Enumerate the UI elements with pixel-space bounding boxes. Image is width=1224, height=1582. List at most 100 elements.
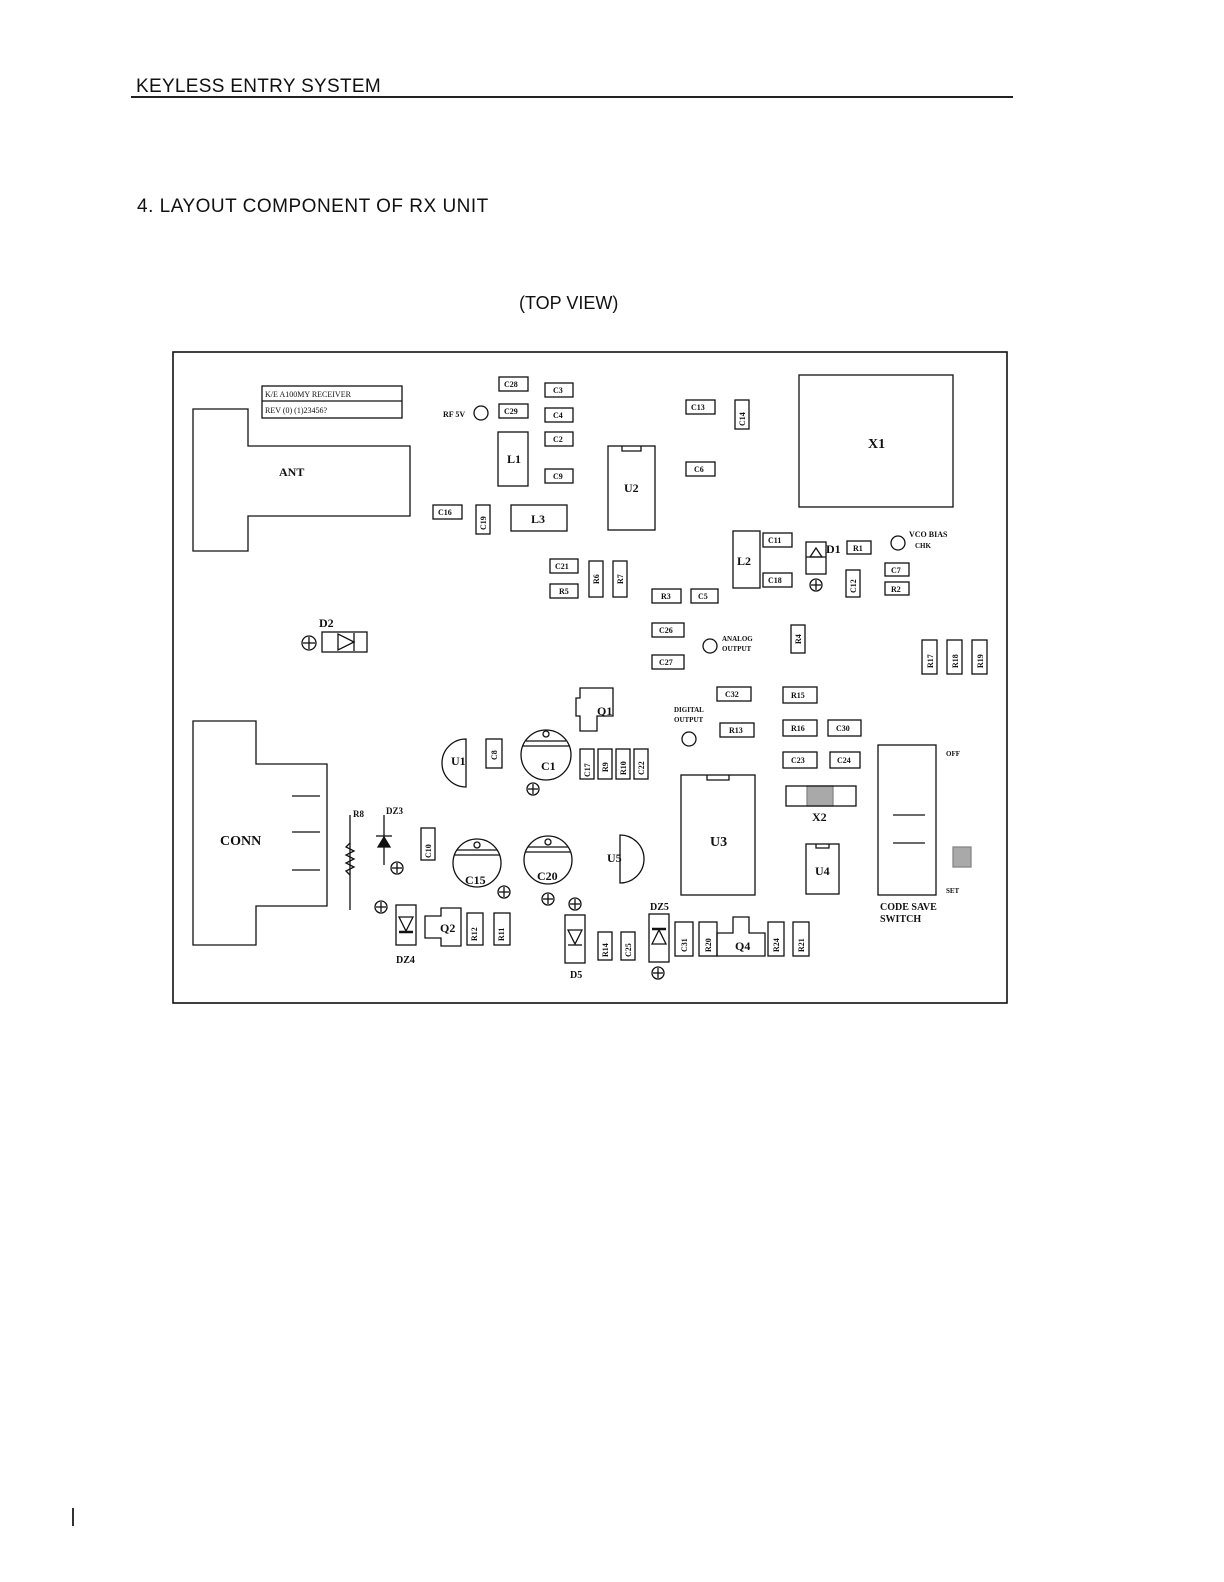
board-label-line2: REV (0) (1)23456?	[265, 406, 328, 415]
view-label: (TOP VIEW)	[519, 293, 619, 313]
conn-connector	[192, 720, 328, 946]
l2-inductor	[732, 530, 761, 589]
c11-label: C11	[768, 536, 781, 545]
r5-label: R5	[559, 587, 569, 596]
c7-label: C7	[891, 566, 901, 575]
r19-label: R19	[976, 654, 985, 668]
header-rule	[131, 96, 1013, 98]
ant-label: ANT	[279, 465, 304, 479]
c5-label: C5	[698, 592, 708, 601]
dz4-label: DZ4	[396, 955, 415, 966]
u5-regulator	[619, 834, 645, 884]
c9-label: C9	[553, 472, 563, 481]
conn-label: CONN	[220, 834, 261, 849]
r6-label: R6	[592, 574, 601, 584]
c1-capacitor	[520, 729, 572, 781]
c16-label: C16	[438, 508, 452, 517]
u5-label: U5	[607, 851, 622, 865]
c32-label: C32	[725, 690, 739, 699]
q2-label: Q2	[440, 921, 455, 935]
c10-label: C10	[424, 844, 433, 858]
c29-label: C29	[504, 407, 518, 416]
l3-inductor	[510, 504, 568, 532]
dz4-zener	[395, 904, 417, 946]
l1-label: L1	[507, 452, 521, 466]
board-label-box	[261, 385, 403, 419]
c27-label: C27	[659, 658, 673, 667]
c3-label: C3	[553, 386, 563, 395]
r17-label: R17	[926, 654, 935, 668]
u1-regulator	[441, 738, 467, 788]
vco-bias-label: VCO BIAS	[909, 530, 948, 539]
c18-label: C18	[768, 576, 782, 585]
q4-label: Q4	[735, 939, 750, 953]
c15-label: C15	[465, 873, 486, 887]
c26-label: C26	[659, 626, 673, 635]
r10-label: R10	[619, 761, 628, 775]
x2-label: X2	[812, 810, 827, 824]
c20-label: C20	[537, 869, 558, 883]
ant-connector	[192, 408, 411, 552]
u2-ic	[607, 445, 656, 531]
q4-transistor	[716, 916, 766, 957]
c13-label: C13	[691, 403, 705, 412]
d1-diode	[805, 541, 827, 575]
u3-label: U3	[710, 835, 727, 850]
q1-transistor	[575, 687, 614, 732]
board-outline	[172, 351, 1008, 1004]
dz5-label: DZ5	[650, 902, 669, 913]
d5-diode	[564, 914, 586, 964]
analog-output-label1: ANALOG	[722, 635, 753, 643]
dz3-zener	[376, 835, 392, 848]
c25-label: C25	[624, 943, 633, 957]
c1-label: C1	[541, 759, 556, 773]
c20-capacitor	[523, 835, 573, 885]
r20-label: R20	[704, 938, 713, 952]
switch-set-label: SET	[946, 887, 960, 895]
u2-label: U2	[624, 481, 639, 495]
r8-resistor	[344, 842, 356, 876]
u4-label: U4	[815, 864, 830, 878]
c23-label: C23	[791, 756, 805, 765]
r11-label: R11	[497, 928, 506, 941]
r7-label: R7	[616, 574, 625, 584]
c30-label: C30	[836, 724, 850, 733]
l3-label: L3	[531, 512, 545, 526]
d1-label: D1	[826, 542, 841, 556]
r4-label: R4	[794, 634, 803, 644]
dz3-label: DZ3	[386, 806, 404, 816]
u4-ic	[805, 843, 840, 895]
d5-label: D5	[570, 970, 582, 981]
c17-label: C17	[583, 763, 592, 777]
dz5-zener	[648, 913, 670, 963]
u3-ic	[680, 774, 756, 896]
r15-label: R15	[791, 691, 805, 700]
c2-label: C2	[553, 435, 563, 444]
c14-label: C14	[738, 412, 747, 426]
c28-label: C28	[504, 380, 518, 389]
x1-label: X1	[868, 437, 885, 452]
code-save-label1: CODE SAVE	[880, 902, 937, 913]
c21-label: C21	[555, 562, 569, 571]
c31-label: C31	[680, 938, 689, 952]
rf5v-label: RF 5V	[443, 410, 465, 419]
l1-inductor	[497, 431, 529, 487]
r12-label: R12	[470, 927, 479, 941]
r8-label: R8	[353, 809, 364, 819]
r9-label: R9	[601, 762, 610, 772]
r1-label: R1	[853, 544, 863, 553]
d2-diode	[321, 631, 368, 653]
vco-chk-label: CHK	[915, 542, 932, 550]
code-save-switch	[877, 744, 937, 896]
x1-crystal	[798, 374, 954, 508]
c4-label: C4	[553, 411, 563, 420]
l2-label: L2	[737, 554, 751, 568]
r3-label: R3	[661, 592, 671, 601]
d2-label: D2	[319, 616, 334, 630]
section-title: 4. LAYOUT COMPONENT OF RX UNIT	[137, 196, 489, 217]
c8-label: C8	[490, 750, 499, 760]
r16-label: R16	[791, 724, 805, 733]
r13-label: R13	[729, 726, 743, 735]
c22-label: C22	[637, 761, 646, 775]
